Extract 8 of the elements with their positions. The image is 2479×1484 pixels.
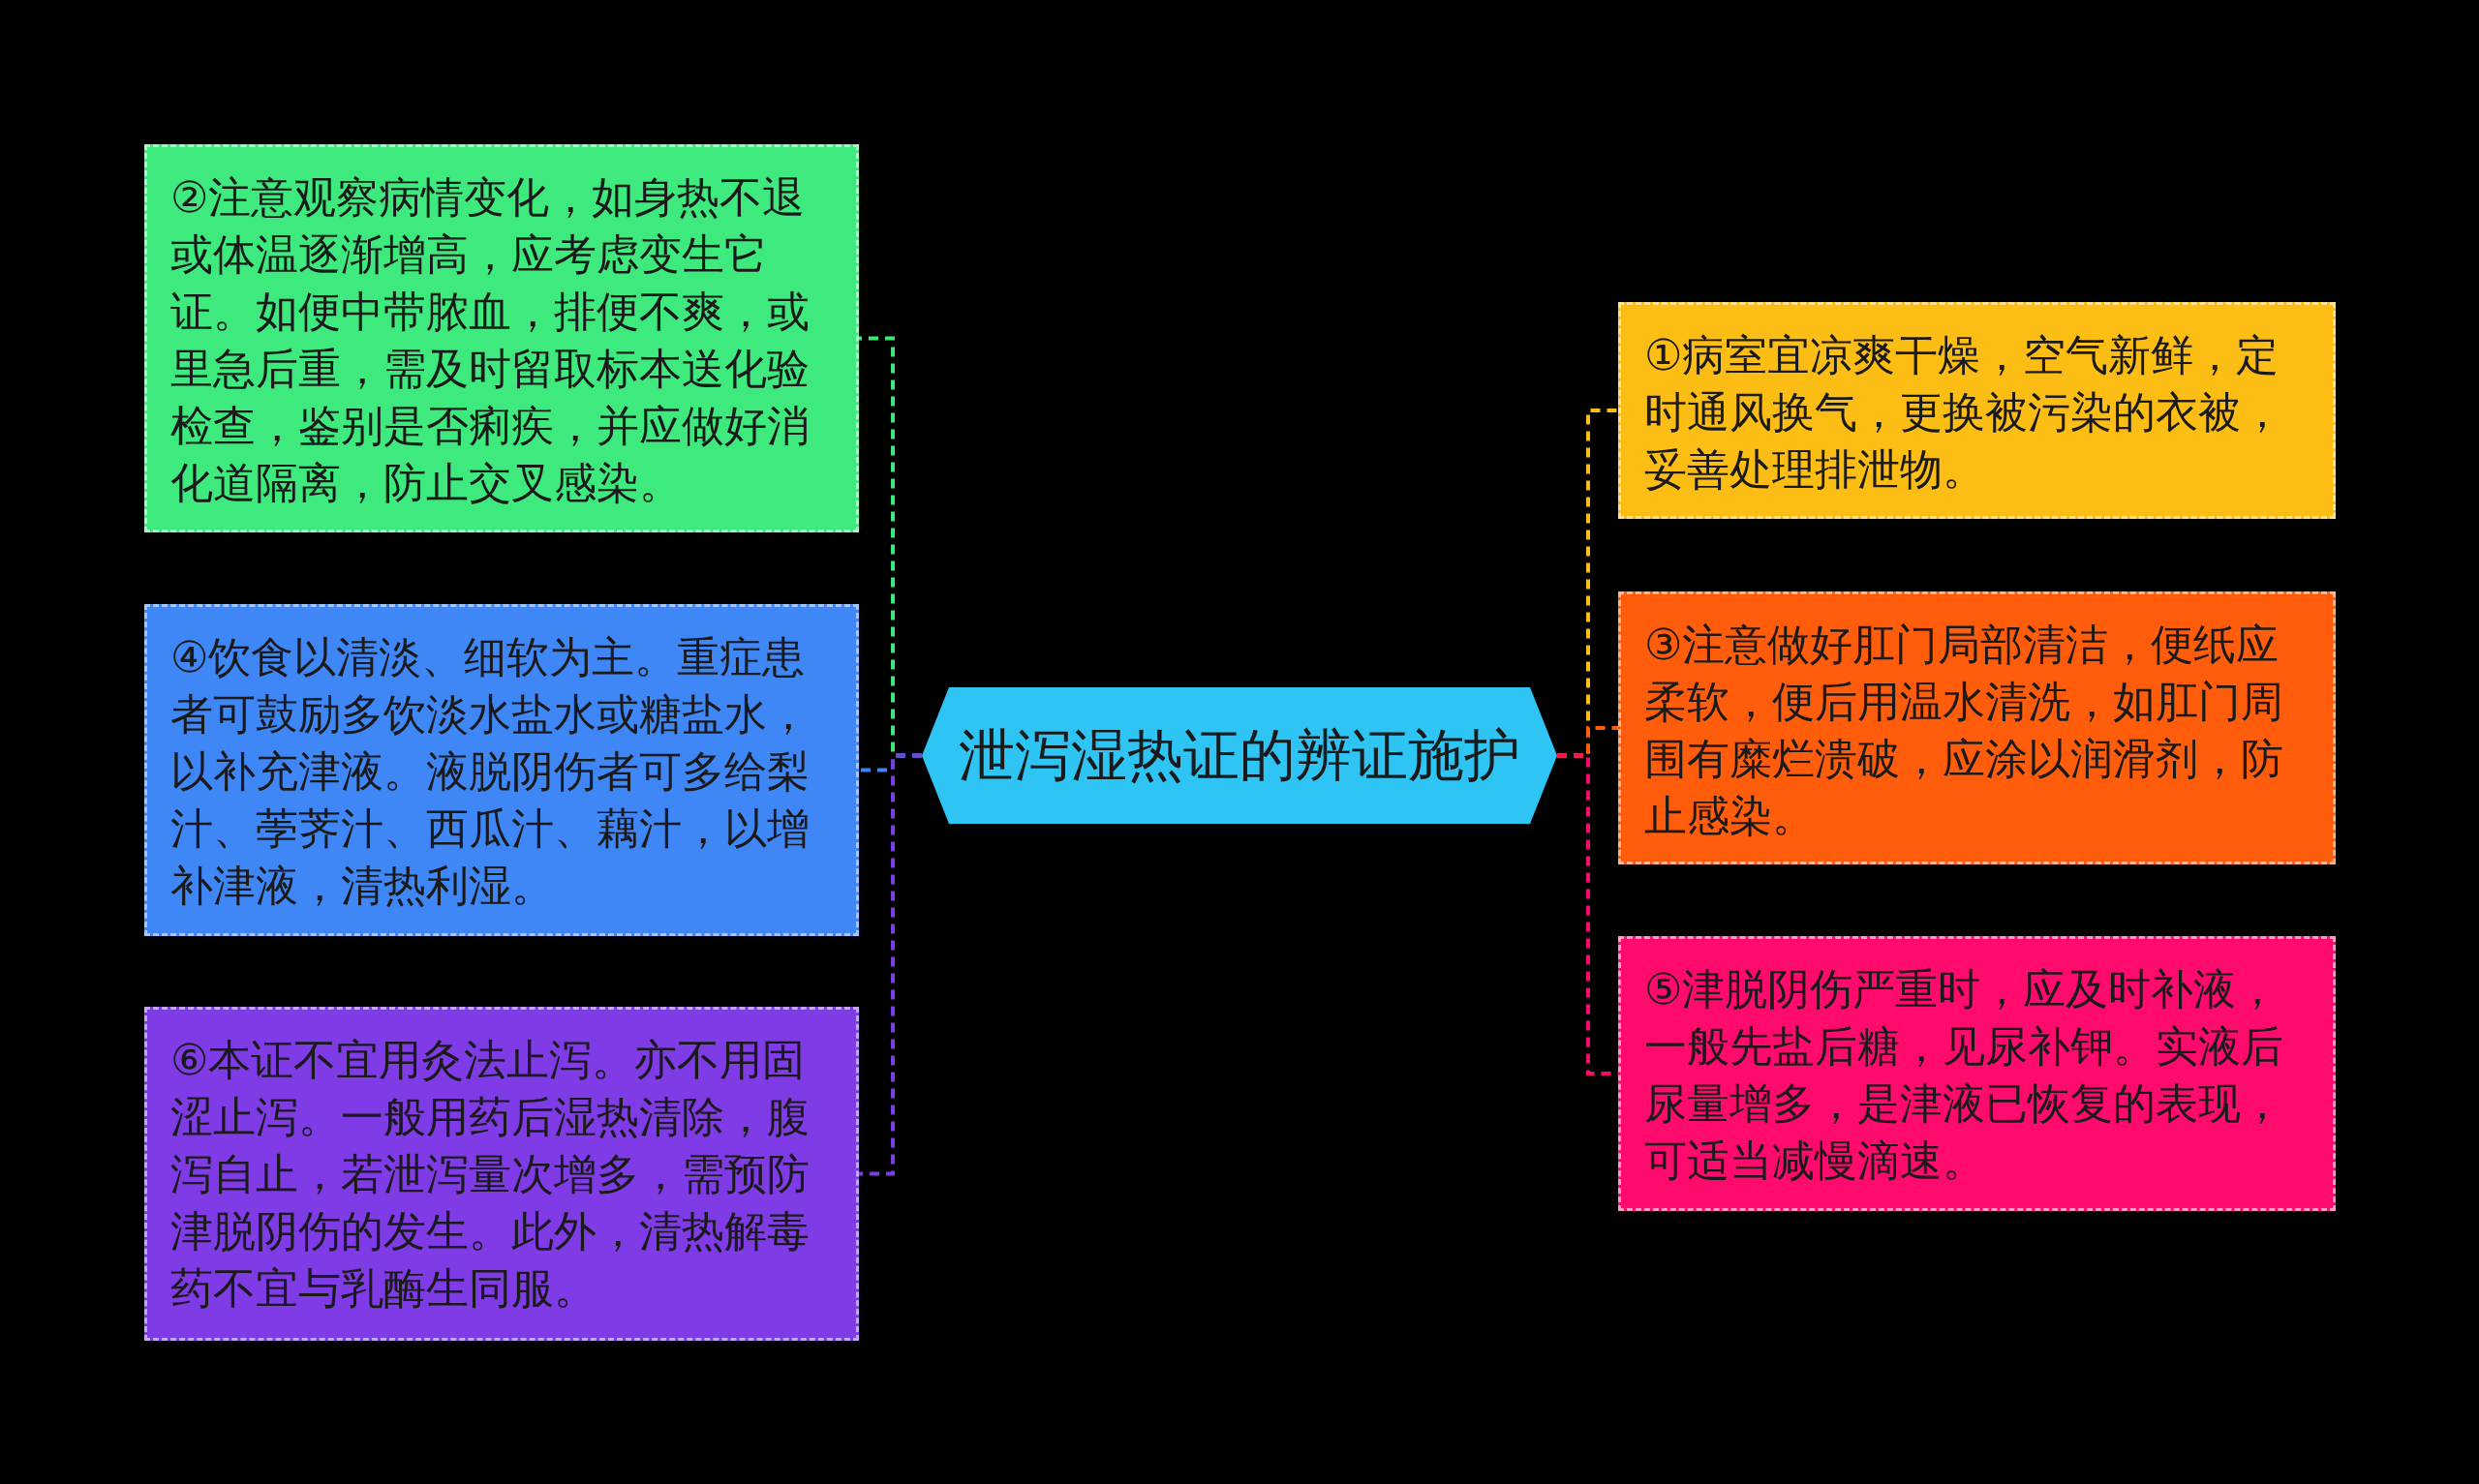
- topic-box: ④饮食以清淡、细软为主。重症患者可鼓励多饮淡水盐水或糖盐水，以补充津液。液脱阴伤者可多给梨汁、荸荠汁、西瓜汁、藕汁，以增补津液，清热利湿。: [144, 604, 859, 936]
- topic-box: ①病室宜凉爽干燥，空气新鲜，定时通风换气，更换被污染的衣被，妥善处理排泄物。: [1618, 302, 2336, 519]
- central-topic-hexagon: 泄泻湿热证的辨证施护: [922, 687, 1557, 824]
- topic-box: ⑤津脱阴伤严重时，应及时补液，一般先盐后糖，见尿补钾。实液后尿量增多，是津液已恢复的表现，可适当减慢滴速。: [1618, 936, 2336, 1211]
- topic-box: ⑥本证不宜用灸法止泻。亦不用固涩止泻。一般用药后湿热清除，腹泻自止，若泄泻量次增多，需预防津脱阴伤的发生。此外，清热解毒药不宜与乳酶生同服。: [144, 1007, 859, 1341]
- connector-line: [859, 753, 922, 1176]
- topic-box: ③注意做好肛门局部清洁，便纸应柔软，便后用温水清洗，如肛门周围有糜烂溃破，应涂以润滑剂，防止感染。: [1618, 591, 2336, 864]
- topic-box: ②注意观察病情变化，如身热不退或体温逐渐增高，应考虑变生它证。如便中带脓血，排便不爽，或里急后重，需及时留取标本送化验检查，鉴别是否痢疾，并应做好消化道隔离，防止交叉感染。: [144, 144, 859, 532]
